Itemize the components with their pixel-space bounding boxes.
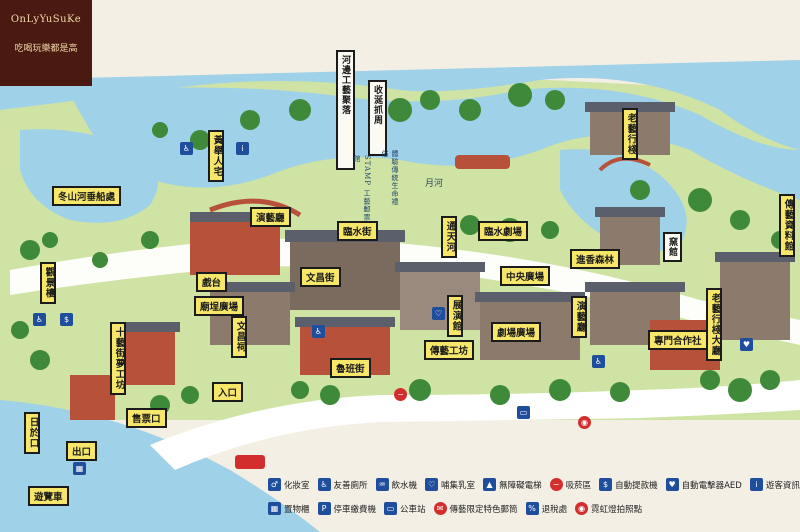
brand-logo: OnLyYuSuKe 吃喝玩樂都是高 [0,0,92,86]
label-zhanyan[interactable]: 展演館 [447,295,464,337]
label-huangju[interactable]: 黃舉人宅 [208,130,225,182]
locker-icon[interactable]: ▦ [73,462,86,475]
restroom-icon[interactable]: ♿ [33,313,46,326]
legend-item: ♥自動電擊器AED [665,478,742,491]
label-binshui[interactable]: 演藝廳 [250,207,291,227]
trees [11,83,789,415]
label-miaoyu[interactable]: 廟埕廣場 [194,296,245,316]
label-entrance[interactable]: 入口 [212,382,244,402]
tax-refund-icon: % [525,502,539,515]
legend-row-1: ♂化妝室 ♿友善廁所 ♒飲水機 ♡哺集乳室 ▲無障礙電梯 −吸菸區 $自動提款機… [268,478,800,491]
sign-yaoguan: 窯館 [663,232,682,262]
accessible-elevator-icon[interactable]: ♿ [312,325,325,338]
label-chuanyi[interactable]: 傳藝工坊 [424,340,475,360]
restroom-icon[interactable]: i [236,142,249,155]
label-linshui-theater[interactable]: 臨水劇場 [478,221,529,241]
label-archive[interactable]: 傳藝資料館 [779,194,796,257]
boat [455,155,510,169]
label-central-plaza[interactable]: 中央廣場 [500,266,551,286]
restroom-icon: ♂ [268,478,281,491]
legend-item: ▲無障礙電梯 [483,478,542,491]
aed-icon[interactable]: ♥ [740,338,753,351]
label-tongtian[interactable]: 通天河 [441,216,458,258]
label-ticket[interactable]: 售票口 [126,408,167,428]
locker-icon: ▦ [268,502,281,515]
label-wenchang-street[interactable]: 文昌街 [300,267,341,287]
label-theater-plaza[interactable]: 劇場廣場 [491,322,542,342]
water-icon: ♒ [375,478,389,491]
label-rikou[interactable]: 日於口 [24,412,41,454]
smoking-area-icon: − [549,478,563,491]
legend-item: i遊客資訊站 [749,478,800,491]
label-linshui-street[interactable]: 臨水街 [337,221,378,241]
restroom-icon[interactable]: ♿ [592,355,605,368]
restroom-icon[interactable]: ♿ [180,142,193,155]
legend-item: ♂化妝室 [268,478,310,491]
parking-pay-icon: P [317,502,331,515]
legend-item: $自動提款機 [599,478,658,491]
label-wenchang-temple[interactable]: 文昌祠 [231,316,248,358]
label-zhuanmen[interactable]: 專門合作社 [648,330,708,350]
rainbow-photo-icon[interactable]: ◉ [578,416,591,429]
nursing-room-icon: ♡ [425,478,439,491]
label-tour-bus[interactable]: 遊覽車 [28,486,69,506]
label-jinsen[interactable]: 進香森林 [570,249,621,269]
accessible-restroom-icon: ♿ [317,478,331,491]
label-laoyi[interactable]: 老藝行棧 [622,108,639,160]
info-icon: i [749,478,763,491]
bus-stop-icon[interactable]: ▭ [517,406,530,419]
legend-item: ◉霓虹燈拍照點 [575,502,642,515]
label-laoyi-hall[interactable]: 老藝行棧大廳 [706,288,723,361]
river-label: 月河 [425,179,444,189]
legend-item: ♒飲水機 [375,478,417,491]
label-dongshan[interactable]: 冬山河垂船處 [52,186,122,206]
bus-stop-icon: ▭ [384,502,398,515]
label-shiyi[interactable]: 十藝街夢工坊 [110,322,127,395]
accessible-elevator-icon: ▲ [483,478,497,491]
legend-item: −吸菸區 [549,478,591,491]
rainbow-photo-icon: ◉ [575,502,589,515]
label-guanjing[interactable]: 觀景樓 [40,262,57,304]
label-exit[interactable]: 出口 [66,441,98,461]
legend-item: %退稅處 [525,502,567,515]
bus [235,455,265,469]
nursing-room-icon[interactable]: ♡ [432,307,445,320]
legend-item: ♡哺集乳室 [425,478,475,491]
legend-item: ▭公車站 [384,502,426,515]
postbox-icon: ✉ [433,502,447,515]
atm-icon[interactable]: $ [60,313,73,326]
brand-line1: OnLyYuSuKe [10,14,82,25]
legend-item: ▦置物櫃 [268,502,310,515]
atm-icon: $ [599,478,613,491]
label-xitai[interactable]: 戲台 [196,272,228,292]
sign-shouyue: 收涎抓周 [368,80,387,156]
smoking-area-icon[interactable]: − [394,388,407,401]
building-cluster-left [70,212,280,420]
label-yanyi-hall[interactable]: 演藝廳 [571,296,588,338]
legend-item: ✉傳藝限定特色郵筒 [433,502,518,515]
tiyan-text: 體驗傳統生命禮俗 [381,150,399,206]
brand-line2: 吃喝玩樂都是高 [14,44,78,54]
sign-hedian: 河邊工藝聚落 [336,50,355,170]
legend-item: ♿友善廁所 [317,478,368,491]
stamp-text: STAMP 工藝郵票館 [353,155,371,222]
legend: ♂化妝室 ♿友善廁所 ♒飲水機 ♡哺集乳室 ▲無障礙電梯 −吸菸區 $自動提款機… [268,476,800,528]
label-luban[interactable]: 魯班街 [330,358,371,378]
lower-water [0,400,320,532]
aed-icon: ♥ [665,478,679,491]
